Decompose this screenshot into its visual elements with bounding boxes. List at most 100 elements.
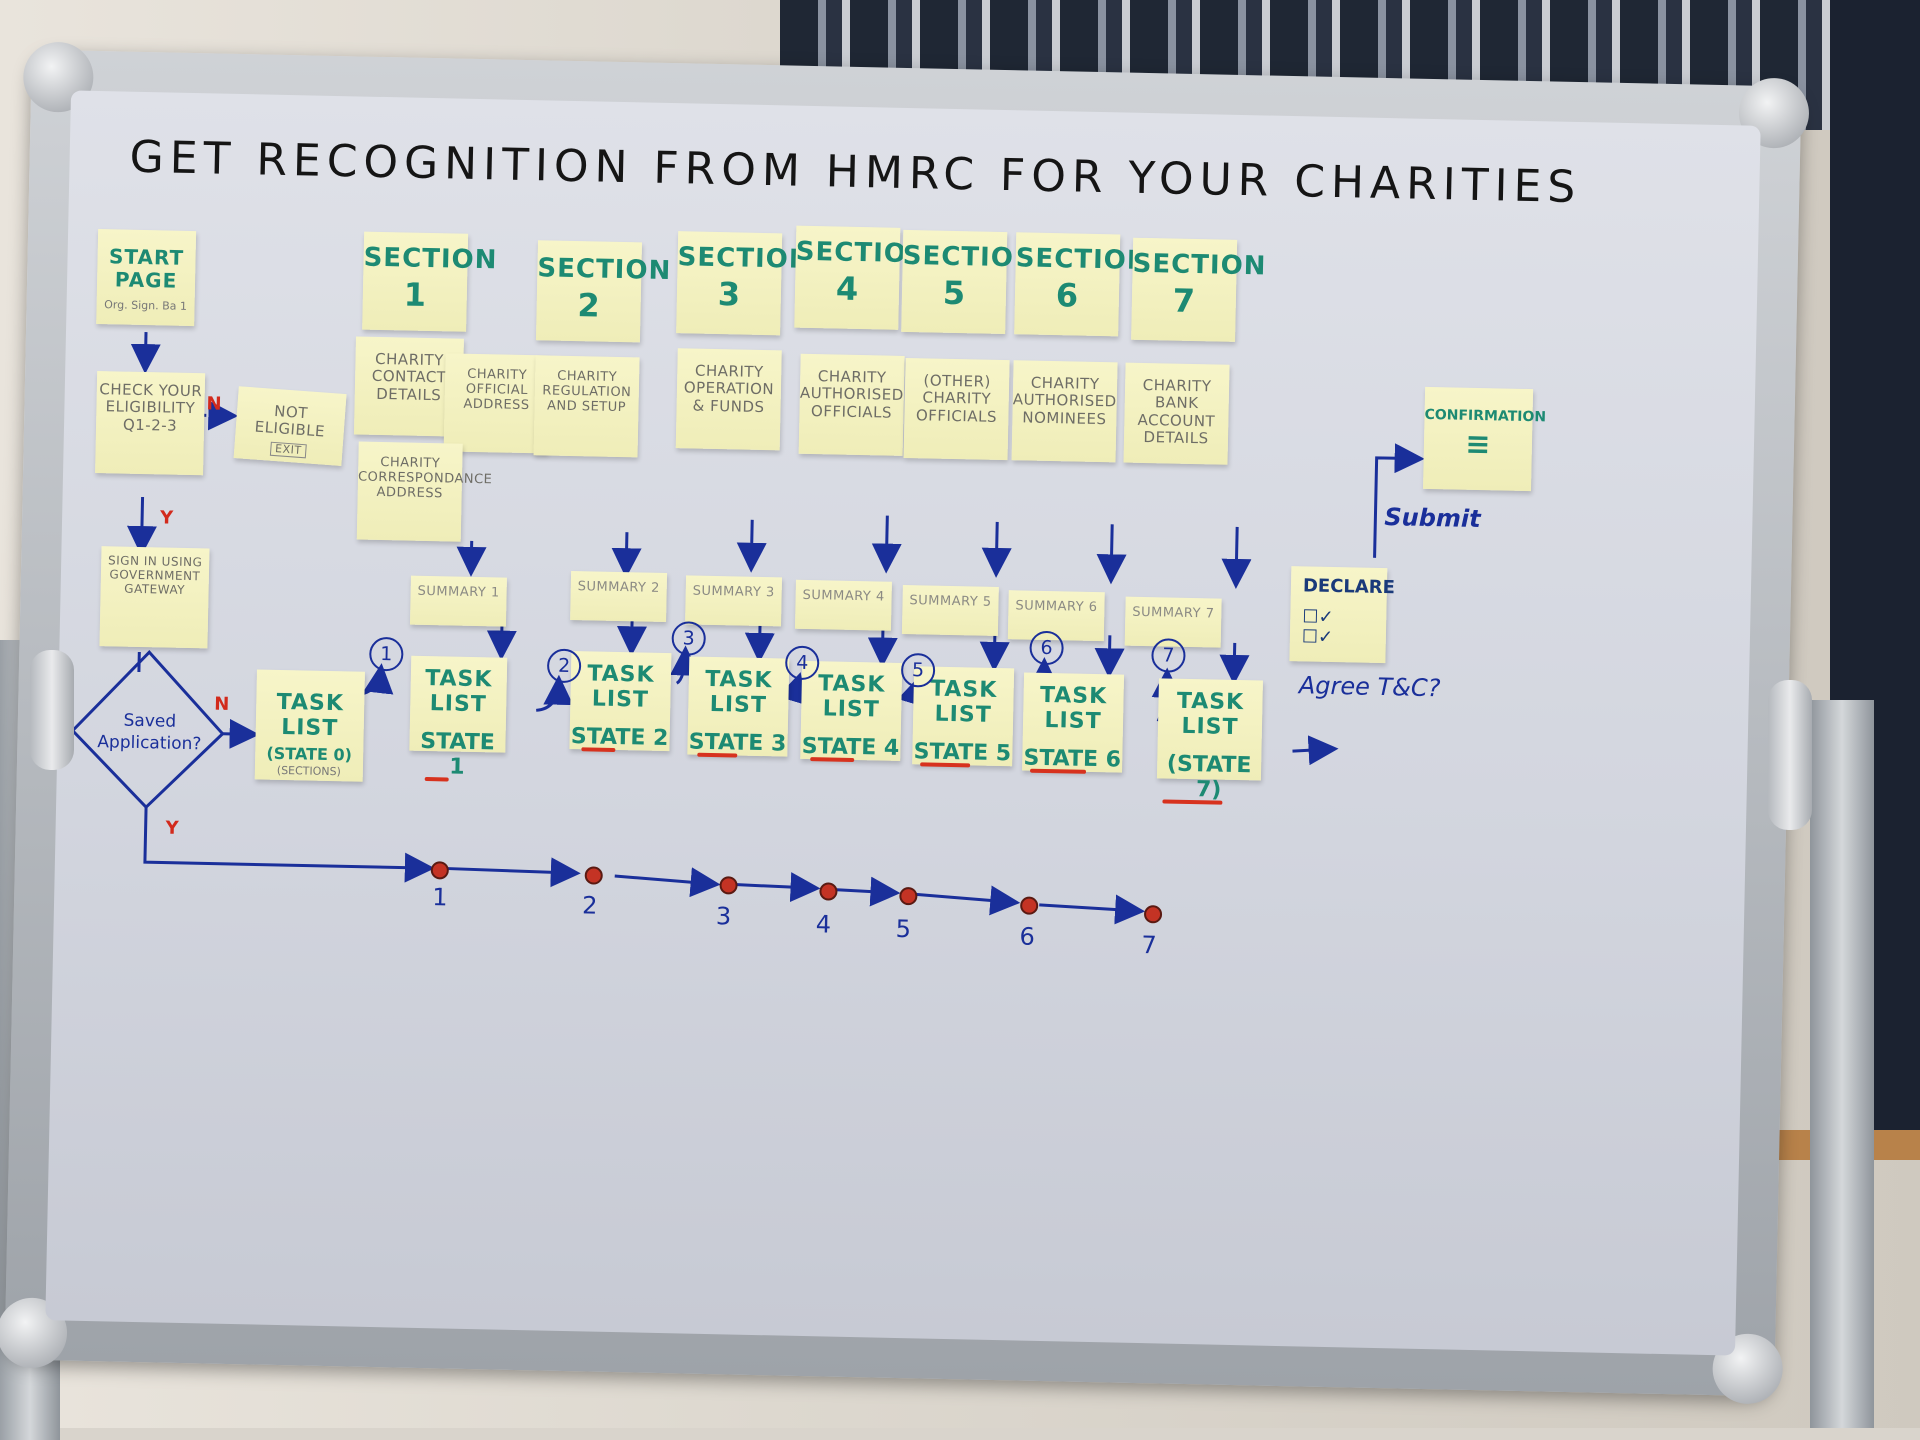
page-correspondance-address: CHARITY CORRESPONDANCE ADDRESS (357, 442, 463, 542)
confirmation-mark: ≡ (1424, 427, 1533, 464)
summary-1-label: SUMMARY 1 (417, 584, 499, 601)
summary-7-label: SUMMARY 7 (1132, 605, 1214, 622)
task-list-4-note: TASK LIST STATE 4 (800, 661, 902, 761)
summary-2-label: SUMMARY 2 (578, 579, 660, 596)
task-list-6-note: TASK LIST STATE 6 (1022, 673, 1124, 773)
section-1-title: SECTION (363, 244, 468, 276)
section-6-num: 6 (1015, 276, 1120, 315)
timeline-num-4: 4 (815, 910, 831, 938)
section-2-note: SECTION 2 (536, 240, 642, 342)
section-2-title: SECTION (537, 254, 642, 286)
page-bank-account: CHARITY BANK ACCOUNT DETAILS (1124, 363, 1230, 465)
eligibility-label: CHECK YOUR ELIGIBILITY Q1-2-3 (96, 381, 205, 435)
decision-label: Saved Application? (85, 709, 214, 756)
task-list-7-note: TASK LIST (STATE 7) (1157, 678, 1263, 780)
page-correspondance-address-label: CHARITY CORRESPONDANCE ADDRESS (358, 456, 463, 503)
section-7-title: SECTION (1132, 250, 1237, 282)
task-list-0-title: TASK LIST (256, 689, 365, 742)
page-other-officials: (OTHER) CHARITY OFFICIALS (904, 358, 1010, 460)
whiteboard-frame: GET RECOGNITION FROM HMRC FOR YOUR CHARI… (4, 50, 1801, 1397)
task-list-5-title: TASK LIST (913, 676, 1014, 729)
timeline-num-1: 1 (432, 883, 448, 911)
sign-in-note: SIGN IN USING GOVERNMENT GATEWAY (99, 546, 209, 648)
underline (425, 777, 449, 782)
confirmation-note: CONFIRMATION ≡ (1423, 387, 1533, 491)
task-list-3-state: STATE 3 (687, 729, 788, 756)
exit-label: EXIT (270, 441, 307, 458)
task-list-3-title: TASK LIST (688, 667, 789, 720)
section-4-title: SECTION (796, 238, 901, 270)
confirmation-label: CONFIRMATION (1424, 407, 1532, 425)
start-page-note: START PAGE Org. Sign. Ba 1 (96, 229, 196, 326)
timeline-num-5: 5 (895, 915, 911, 943)
page-authorised-nominees-label: CHARITY AUTHORISED NOMINEES (1012, 374, 1117, 428)
page-authorised-officials-label: CHARITY AUTHORISED OFFICIALS (799, 368, 904, 422)
summary-3-label: SUMMARY 3 (692, 584, 774, 601)
submit-label: Submit (1384, 503, 1481, 533)
summary-2-note: SUMMARY 2 (570, 571, 667, 622)
section-5-note: SECTION 5 (901, 230, 1007, 334)
page-authorised-officials: CHARITY AUTHORISED OFFICIALS (799, 354, 905, 456)
section-1-note: SECTION 1 (362, 232, 468, 332)
section-5-num: 5 (902, 274, 1007, 313)
task-list-7-title: TASK LIST (1158, 688, 1263, 741)
page-other-officials-label: (OTHER) CHARITY OFFICIALS (904, 372, 1009, 426)
timeline-num-6: 6 (1019, 922, 1035, 950)
label-n-eligibility: N (206, 393, 222, 414)
label-n: N (214, 694, 230, 715)
summary-5-label: SUMMARY 5 (909, 593, 991, 610)
task-list-2-title: TASK LIST (570, 661, 671, 714)
declare-check-2: ☐✓ (1302, 628, 1386, 650)
section-7-note: SECTION 7 (1131, 238, 1237, 342)
agree-label: Agree T&C? (1299, 671, 1441, 702)
page-operation-funds-label: CHARITY OPERATION & FUNDS (676, 362, 781, 416)
label-y-eligibility: Y (160, 507, 173, 528)
section-4-note: SECTION 4 (794, 226, 900, 330)
task-list-1-title: TASK LIST (410, 666, 507, 719)
task-list-2-note: TASK LIST STATE 2 (569, 651, 671, 751)
section-7-num: 7 (1132, 282, 1237, 321)
task-list-7-state: (STATE 7) (1156, 751, 1261, 804)
sign-in-label: SIGN IN USING GOVERNMENT GATEWAY (100, 554, 209, 598)
section-1-num: 1 (362, 275, 467, 314)
section-6-note: SECTION 6 (1014, 232, 1120, 336)
start-page-sub: Org. Sign. Ba 1 (96, 299, 194, 314)
task-list-6-state: STATE 6 (1022, 745, 1123, 772)
stand-knob-left (30, 650, 74, 770)
section-6-title: SECTION (1015, 244, 1120, 276)
page-bank-account-label: CHARITY BANK ACCOUNT DETAILS (1124, 377, 1229, 448)
declare-note: DECLARE ☐✓ ☐✓ (1289, 566, 1387, 663)
summary-4-label: SUMMARY 4 (802, 588, 884, 605)
not-eligible-note: NOT ELIGIBLE EXIT (234, 386, 347, 466)
stand-right (1810, 700, 1874, 1428)
task-list-6-title: TASK LIST (1023, 683, 1124, 736)
task-list-4-state: STATE 4 (800, 733, 901, 760)
start-page-label: START PAGE (97, 245, 196, 293)
summary-4-note: SUMMARY 4 (795, 580, 892, 631)
label-y-decision: Y (165, 818, 178, 839)
page-regulation-setup: CHARITY REGULATION AND SETUP (534, 355, 640, 457)
task-list-4-title: TASK LIST (801, 671, 902, 724)
declare-label: DECLARE (1303, 576, 1387, 598)
whiteboard: GET RECOGNITION FROM HMRC FOR YOUR CHARI… (45, 90, 1760, 1355)
not-eligible-label: NOT ELIGIBLE (235, 400, 345, 442)
task-list-0-note: TASK LIST (STATE 0) (SECTIONS) (255, 669, 365, 781)
stand-knob-right (1768, 680, 1812, 830)
task-list-5-state: STATE 5 (912, 739, 1013, 766)
summary-6-label: SUMMARY 6 (1015, 598, 1097, 615)
timeline-num-2: 2 (582, 891, 598, 919)
eligibility-note: CHECK YOUR ELIGIBILITY Q1-2-3 (95, 371, 205, 475)
page-regulation-setup-label: CHARITY REGULATION AND SETUP (534, 369, 639, 416)
page-authorised-nominees: CHARITY AUTHORISED NOMINEES (1012, 360, 1118, 462)
task-list-3-note: TASK LIST STATE 3 (687, 657, 789, 757)
section-3-note: SECTION 3 (676, 231, 782, 335)
task-list-1-state: STATE 1 (409, 728, 506, 781)
task-list-2-state: STATE 2 (569, 724, 670, 751)
section-4-num: 4 (795, 270, 900, 309)
section-3-num: 3 (677, 275, 782, 314)
task-list-0-state: (STATE 0) (255, 744, 363, 765)
section-2-num: 2 (536, 286, 641, 325)
page-operation-funds: CHARITY OPERATION & FUNDS (676, 348, 782, 450)
section-3-title: SECTION (677, 243, 782, 275)
summary-5-note: SUMMARY 5 (902, 585, 999, 636)
